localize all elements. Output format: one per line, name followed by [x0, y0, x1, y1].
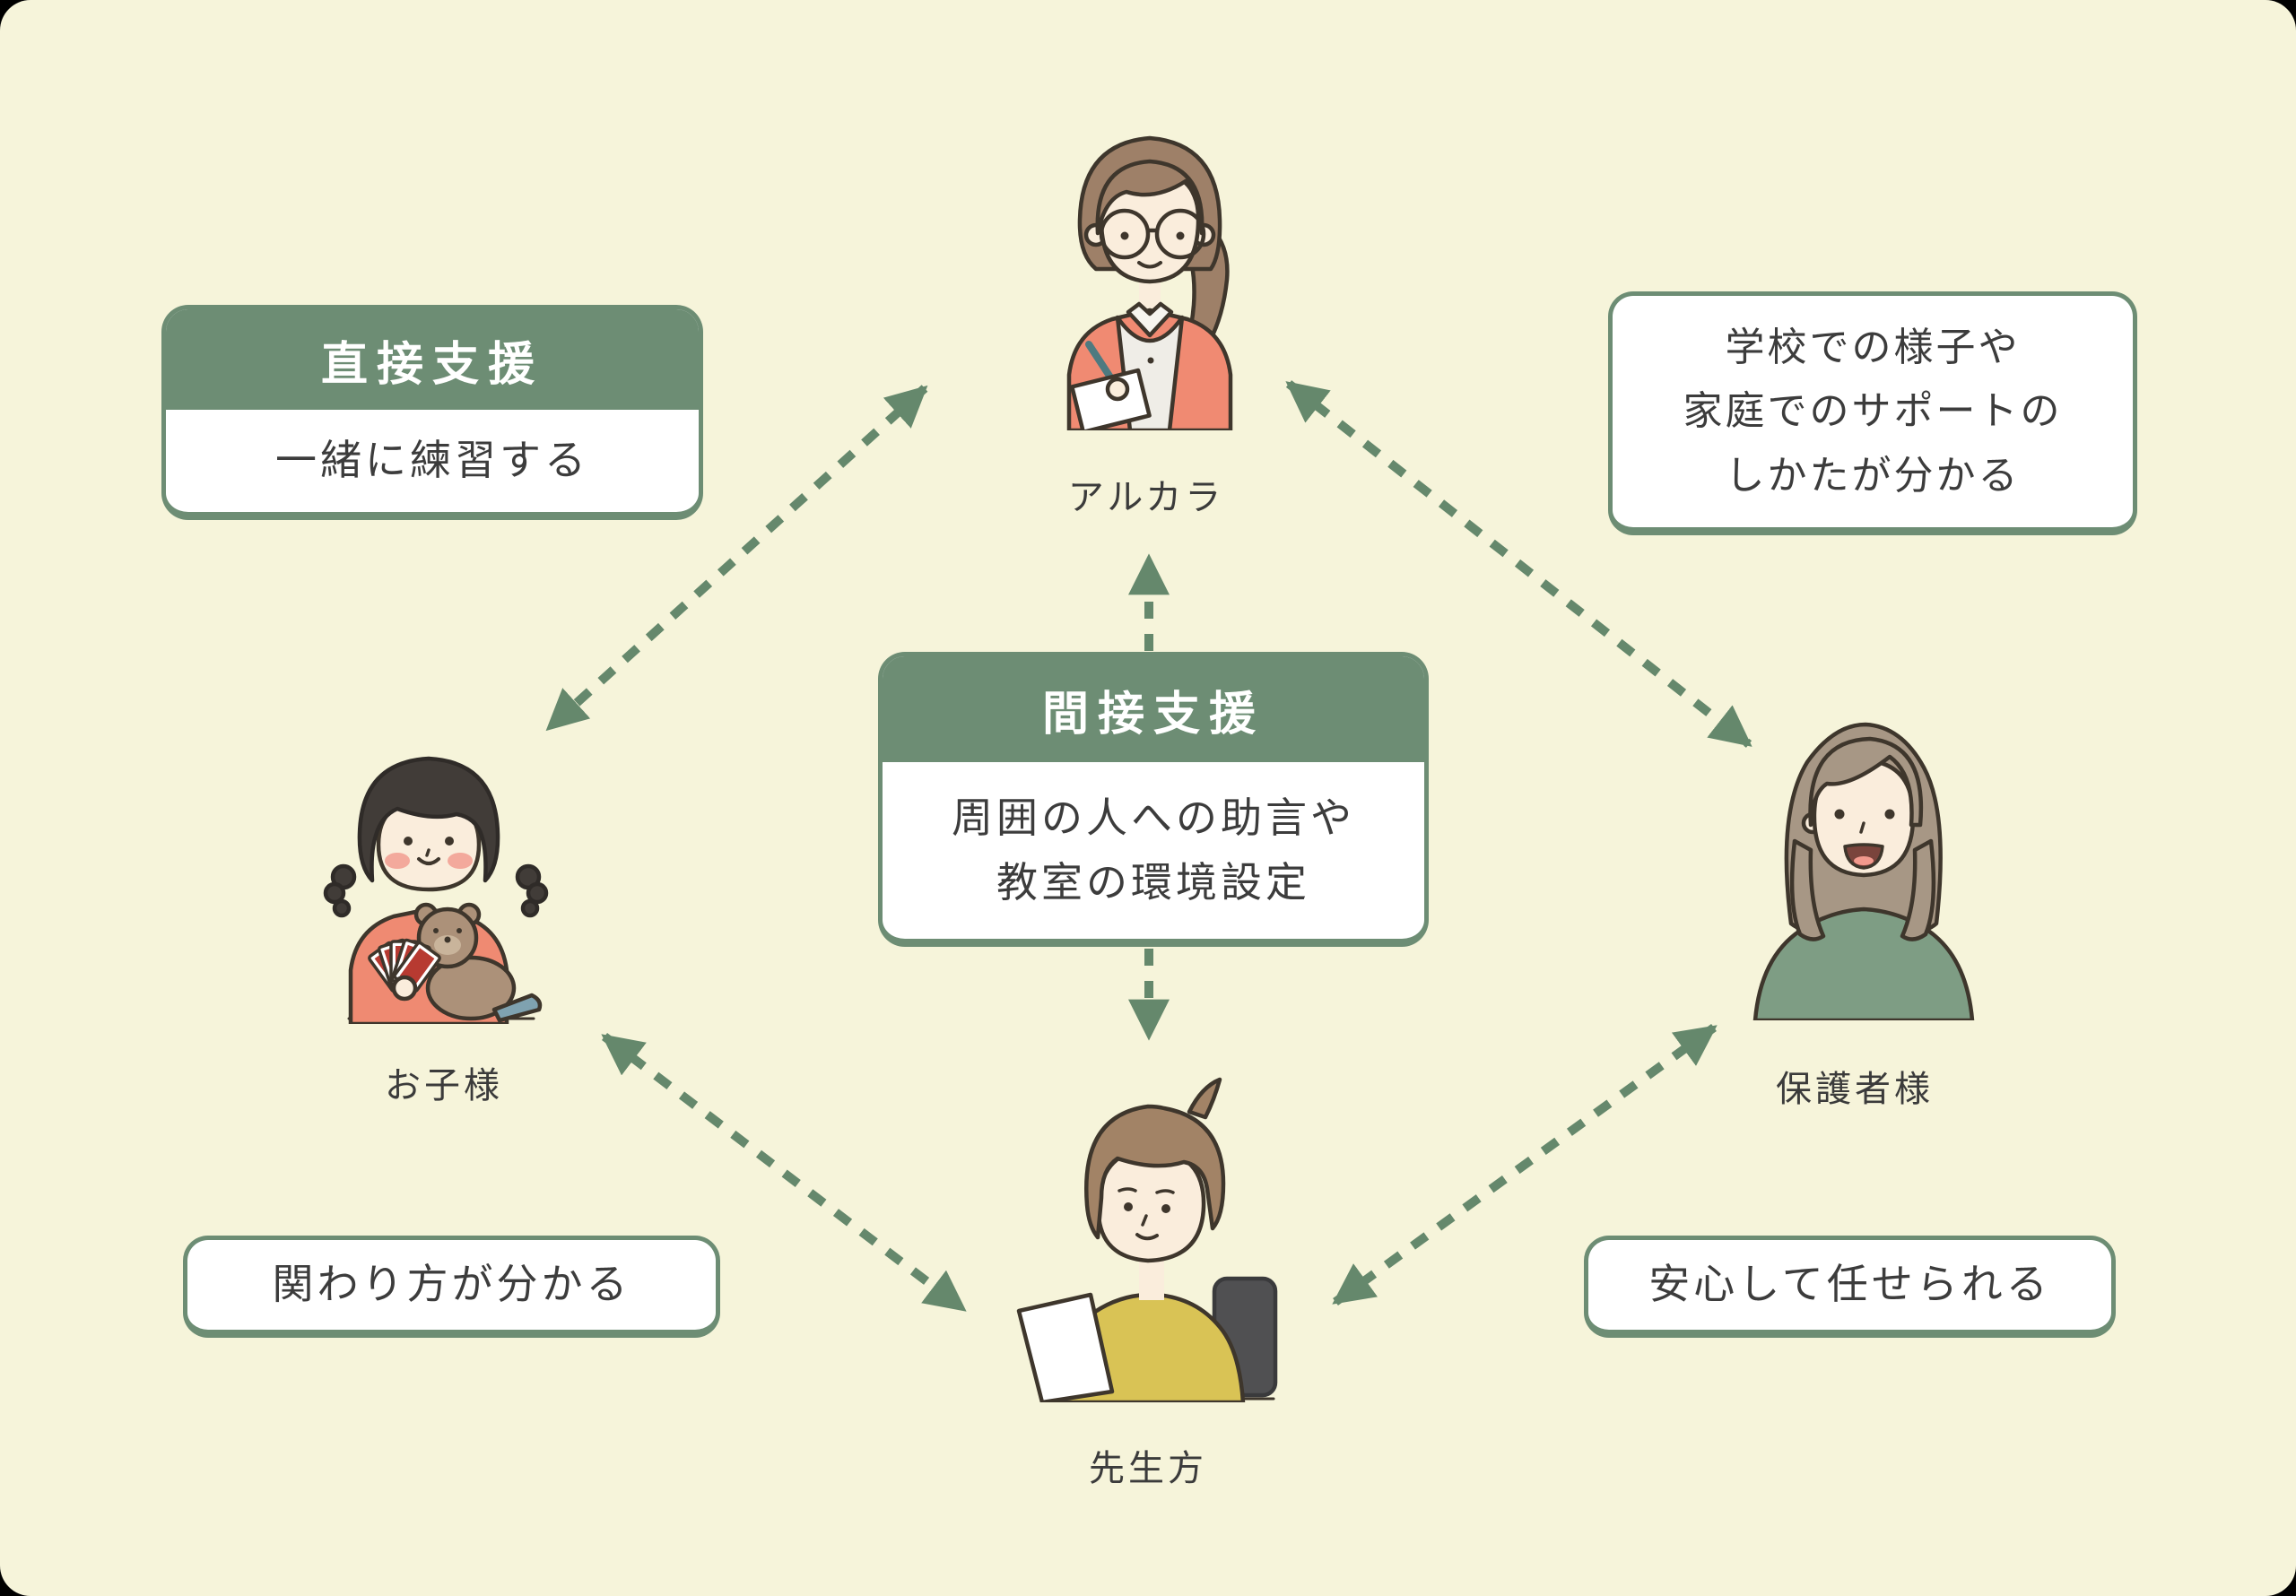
- arukara-smile: [1137, 261, 1162, 269]
- guardian-tongue: [1854, 856, 1874, 865]
- teacher-paper: [1016, 1292, 1115, 1402]
- guardian-benefit-line1: 学校での様子や: [1725, 325, 2021, 370]
- child-smile: [417, 857, 440, 865]
- arukara-collar: [1126, 301, 1174, 338]
- direct-support-body: 一緒に練習する: [275, 437, 589, 484]
- guardian-bangs: [1808, 736, 1924, 828]
- guardian-hair-strand-left: [1789, 838, 1826, 941]
- teacher-smile: [1135, 1233, 1159, 1241]
- guardian-benefit-line3: しかたが分かる: [1725, 453, 2021, 498]
- direct-support-title: 直接支援: [166, 309, 699, 410]
- guardian-benefit-line2: 家庭でのサポートの: [1683, 389, 2063, 434]
- child-shoe: [491, 993, 543, 1023]
- arrow-child-teachers: [601, 1033, 967, 1313]
- indirect-support-line2: 教室の環境設定: [996, 858, 1310, 906]
- arukara-label: アルカラ: [1067, 478, 1225, 517]
- arukara-notepad: [1070, 368, 1152, 430]
- teacher-hair: [1084, 1104, 1226, 1240]
- arukara-glasses-right: [1154, 208, 1206, 260]
- teachers-illustration: [1016, 1077, 1278, 1402]
- indirect-support-box: 間接支援 周囲の人への助言や 教室の環境設定: [878, 652, 1429, 947]
- arrow-arukara-child: [545, 385, 928, 732]
- child-benefit-box: 関わり方が分かる: [183, 1236, 720, 1338]
- teacher-benefit-text: 安心して任せられる: [1648, 1261, 2051, 1308]
- guardian-illustration: [1752, 722, 1975, 1020]
- arukara-glasses-left: [1099, 208, 1151, 260]
- child-hand: [391, 975, 418, 1002]
- child-benefit-text: 関わり方が分かる: [272, 1261, 631, 1308]
- arrow-guardian-teachers: [1332, 1023, 1718, 1306]
- guardian-hair-strand-right: [1900, 838, 1936, 941]
- arrow-arukara-guardian: [1285, 380, 1752, 748]
- indirect-support-body: 周囲の人への助言や 教室の環境設定: [883, 762, 1424, 939]
- child-hair: [357, 756, 500, 883]
- direct-support-box: 直接支援 一緒に練習する: [161, 305, 703, 520]
- indirect-support-title: 間接支援: [883, 656, 1424, 762]
- guardian-label: 保護者様: [1776, 1070, 1934, 1109]
- indirect-support-line1: 周囲の人への助言や: [952, 794, 1355, 842]
- guardian-benefit-box: 学校での様子や 家庭でのサポートの しかたが分かる: [1608, 291, 2137, 535]
- child-label: お子様: [385, 1066, 503, 1106]
- guardian-sweater: [1752, 906, 1975, 1020]
- child-illustration: [323, 756, 549, 1024]
- child-braids: [323, 863, 549, 918]
- arukara-hand: [1105, 377, 1130, 402]
- teacher-cowlick: [1187, 1077, 1222, 1120]
- teacher-neck: [1139, 1257, 1164, 1300]
- teachers-label: 先生方: [1089, 1449, 1207, 1488]
- teacher-benefit-box: 安心して任せられる: [1584, 1236, 2116, 1338]
- arukara-illustration: [1066, 135, 1233, 430]
